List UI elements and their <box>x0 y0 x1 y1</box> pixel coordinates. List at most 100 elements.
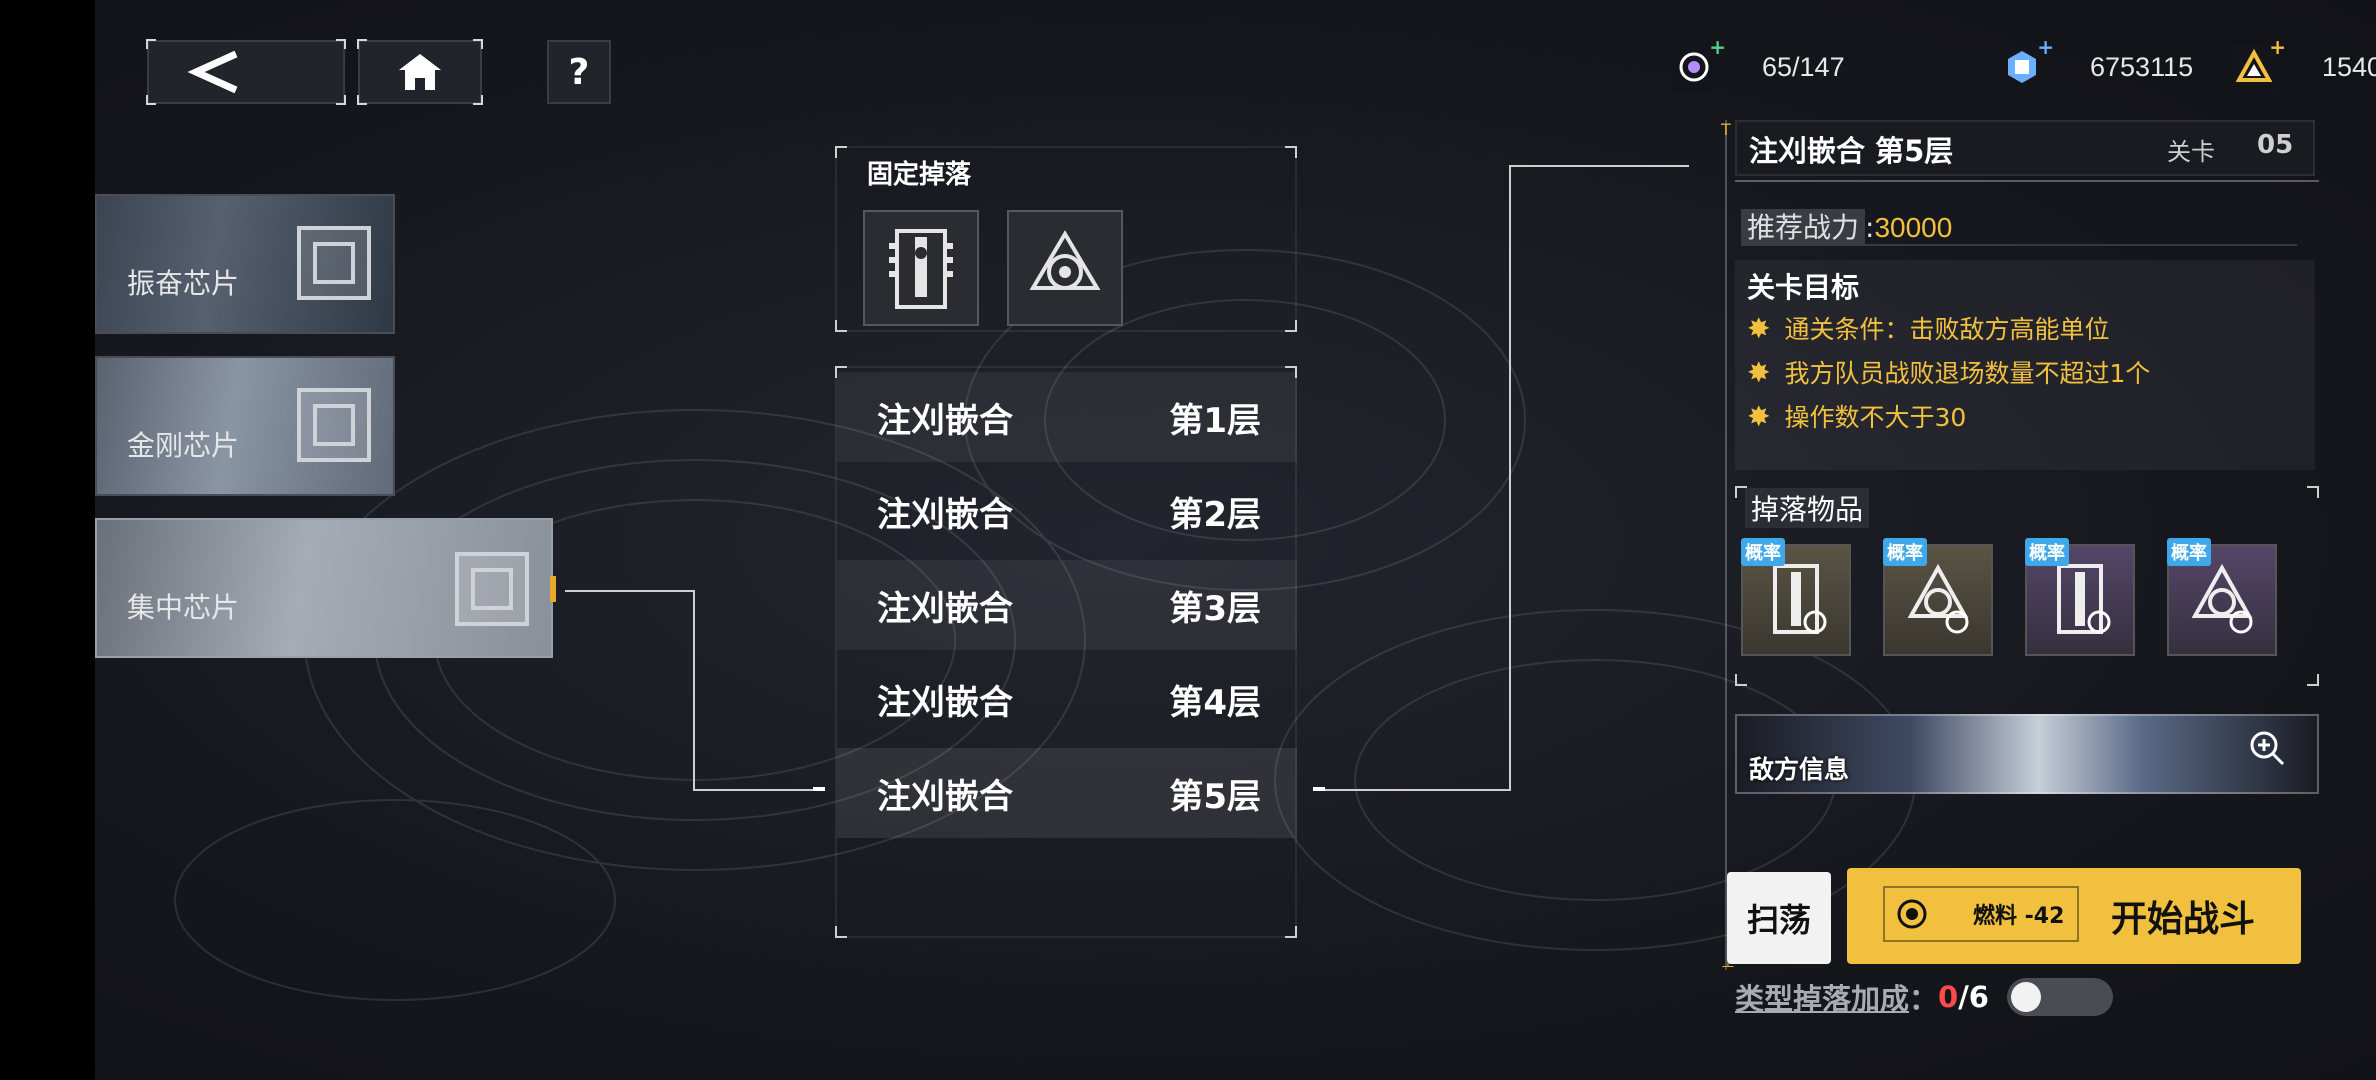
type-drop-bonus-row: 类型掉落加成 ： 0 /6 <box>1735 976 2113 1018</box>
floor-level: 第2层 <box>1169 494 1261 535</box>
selected-marker <box>550 576 556 602</box>
objective-item: ✸ 操作数不大于30 <box>1747 398 1966 434</box>
stage-title: 注刈嵌合 第5层 <box>1749 134 1954 168</box>
chip-item-icon <box>1773 564 1827 634</box>
fixed-drop-title: 固定掉落 <box>867 160 972 190</box>
bonus-current: 0 <box>1938 980 1959 1014</box>
star-icon: ✸ <box>1747 311 1771 345</box>
fixed-drop-item-2[interactable] <box>1007 210 1123 326</box>
floor-item-5-selected[interactable]: 注刈嵌合 第5层 <box>837 748 1297 838</box>
drop-items: 概率 概率 概率 概率 <box>1741 538 2311 664</box>
floor-connector-dot <box>813 787 825 791</box>
recommended-power-row: 推荐战力:30000 <box>1741 206 2297 246</box>
floor-list: 注刈嵌合 第1层 注刈嵌合 第2层 注刈嵌合 第3层 注刈嵌合 第4层 注刈嵌合… <box>835 366 1297 938</box>
floor-name: 注刈嵌合 <box>877 682 1013 723</box>
stage-number: 05 <box>2257 130 2294 160</box>
fuel-label: 燃料 -42 <box>1973 904 2065 929</box>
floor-level: 第5层 <box>1169 776 1261 817</box>
chip-icon <box>297 226 371 300</box>
star-icon: ✸ <box>1747 355 1771 389</box>
fixed-drop-item-1[interactable] <box>863 210 979 326</box>
floor-level: 第3层 <box>1169 588 1261 629</box>
header-rule <box>1735 180 2319 182</box>
chip-item-icon <box>2057 564 2111 634</box>
game-screen: ? + 65/147 + 6753115 + 1540 振奋芯片 金刚芯片 <box>95 0 2376 1080</box>
help-icon: ? <box>568 51 590 93</box>
home-button[interactable] <box>357 39 483 105</box>
objective-text: 操作数不大于30 <box>1784 403 1967 432</box>
fixed-drop-panel: 固定掉落 <box>835 146 1297 332</box>
sweep-label: 扫荡 <box>1746 901 1811 939</box>
start-battle-label: 开始战斗 <box>2111 899 2256 940</box>
bonus-toggle[interactable] <box>2007 978 2113 1016</box>
drops-title: 掉落物品 <box>1745 488 1870 528</box>
fuel-icon <box>1897 899 1927 929</box>
energy-icon: + <box>1670 35 1726 91</box>
probability-tag: 概率 <box>2167 538 2211 566</box>
core-item-icon <box>1029 230 1101 290</box>
chip-item-icon <box>889 229 953 309</box>
floor-connector-dot <box>1313 787 1325 791</box>
connector-line <box>693 789 819 791</box>
back-button[interactable] <box>146 39 346 105</box>
add-crystal-icon[interactable]: + <box>2269 35 2286 59</box>
start-battle-button[interactable]: 燃料 -42 开始战斗 <box>1847 868 2301 964</box>
probability-tag: 概率 <box>2025 538 2069 566</box>
floor-level: 第1层 <box>1169 400 1261 441</box>
core-item-icon <box>1907 563 1969 634</box>
power-value: 30000 <box>1874 212 1953 243</box>
floor-name: 注刈嵌合 <box>877 494 1013 535</box>
star-icon: ✸ <box>1747 399 1771 433</box>
floor-level: 第4层 <box>1169 682 1261 723</box>
panel-divider <box>1725 120 1727 970</box>
chapter-card-1[interactable]: 振奋芯片 <box>95 194 395 334</box>
drops-panel: 掉落物品 概率 概率 概率 概率 <box>1735 486 2319 686</box>
panel-top-marker: T <box>1721 120 1731 139</box>
objective-item: ✸ 通关条件：击败敌方高能单位 <box>1747 310 2109 346</box>
energy-value: 65/147 <box>1762 51 1845 82</box>
add-credits-icon[interactable]: + <box>2037 35 2054 59</box>
floor-item-2[interactable]: 注刈嵌合 第2层 <box>837 466 1297 556</box>
connector-line <box>1509 165 1511 791</box>
credit-chip-icon: + <box>1998 35 2054 91</box>
objective-text: 我方队员战败退场数量不超过1个 <box>1784 359 2151 388</box>
triangle-crystal-icon: + <box>2230 35 2286 91</box>
chapter-card-3-selected[interactable]: 集中芯片 <box>95 518 553 658</box>
chip-icon <box>455 552 529 626</box>
chapter-label: 振奋芯片 <box>127 267 240 300</box>
resource-energy[interactable]: + 65/147 <box>1670 35 1845 96</box>
bonus-label: 类型掉落加成 <box>1735 982 1910 1016</box>
drop-item-1[interactable]: 概率 <box>1741 538 1851 656</box>
connector-line <box>565 590 693 592</box>
fuel-cost: 燃料 -42 <box>1883 886 2079 942</box>
zoom-icon <box>2250 731 2285 766</box>
floor-item-4[interactable]: 注刈嵌合 第4层 <box>837 654 1297 744</box>
floor-item-3[interactable]: 注刈嵌合 第3层 <box>837 560 1297 650</box>
chapter-card-2[interactable]: 金刚芯片 <box>95 356 395 496</box>
connector-line <box>1315 789 1511 791</box>
objective-item: ✸ 我方队员战败退场数量不超过1个 <box>1747 354 2150 390</box>
stage-detail-panel: T ⊥ 注刈嵌合 第5层 关卡 05 推荐战力:30000 关卡目标 ✸ 通关条… <box>1721 120 2335 1016</box>
objectives-title: 关卡目标 <box>1747 271 1860 304</box>
floor-item-1[interactable]: 注刈嵌合 第1层 <box>837 372 1297 462</box>
crystal-value: 1540 <box>2322 51 2376 82</box>
sweep-button[interactable]: 扫荡 <box>1727 872 1831 964</box>
stage-header: 注刈嵌合 第5层 关卡 05 <box>1735 120 2315 176</box>
drop-item-4[interactable]: 概率 <box>2167 538 2277 656</box>
floor-name: 注刈嵌合 <box>877 588 1013 629</box>
floor-name: 注刈嵌合 <box>877 400 1013 441</box>
connector-line <box>693 590 695 791</box>
drop-item-3[interactable]: 概率 <box>2025 538 2135 656</box>
enemy-info-button[interactable]: 敌方信息 <box>1735 714 2319 794</box>
enemy-info-label: 敌方信息 <box>1749 755 1850 784</box>
help-button[interactable]: ? <box>547 40 611 104</box>
resource-credits[interactable]: + 6753115 <box>1998 35 2194 96</box>
stage-type-label: 关卡 <box>2167 138 2215 166</box>
credits-value: 6753115 <box>2090 51 2194 82</box>
core-item-icon <box>2191 563 2253 634</box>
chapter-label: 集中芯片 <box>127 591 240 624</box>
add-energy-icon[interactable]: + <box>1709 35 1726 59</box>
drop-item-2[interactable]: 概率 <box>1883 538 1993 656</box>
chip-icon <box>297 388 371 462</box>
resource-crystal[interactable]: + 1540 <box>2230 35 2376 96</box>
